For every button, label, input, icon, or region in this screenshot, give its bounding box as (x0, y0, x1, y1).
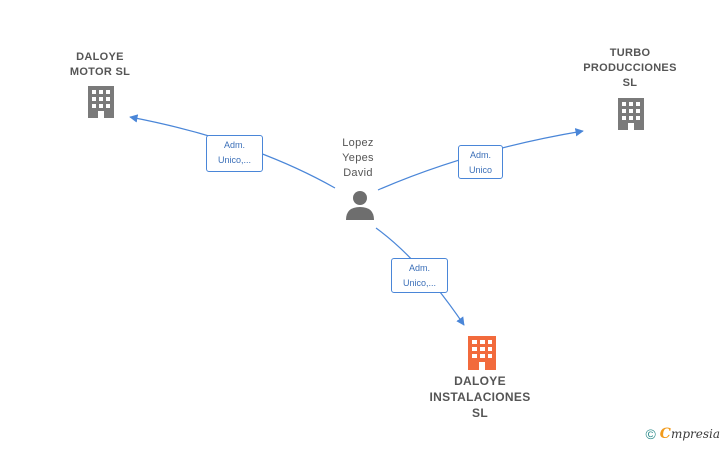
label-line: David (343, 167, 373, 179)
company-label-turbo[interactable]: TURBO PRODUCCIONES SL (575, 46, 685, 91)
relation-role: Adm. (469, 150, 491, 160)
label-line: MOTOR SL (69, 66, 131, 78)
watermark: © Cmpresia (645, 426, 720, 442)
label-line: Yepes (342, 152, 374, 164)
brand-initial: C (659, 426, 671, 442)
relation-label-motor[interactable]: Adm. Unico,... (206, 135, 263, 172)
copyright-icon: © (645, 426, 656, 442)
relation-label-turbo[interactable]: Adm. Unico (458, 145, 503, 179)
relation-role: Adm. (223, 140, 245, 150)
building-icon[interactable] (468, 336, 496, 370)
relation-role: Adm. (408, 263, 430, 273)
company-label-daloye-instalaciones[interactable]: DALOYE INSTALACIONES SL (420, 373, 540, 421)
building-icon[interactable] (88, 86, 114, 118)
brand-logo: Cmpresia (660, 426, 720, 442)
person-label[interactable]: Lopez Yepes David (320, 136, 396, 181)
relation-detail: Unico,... (402, 278, 436, 288)
label-line: DALOYE (76, 51, 124, 63)
label-line: SL (472, 406, 488, 420)
relation-label-instalaciones[interactable]: Adm. Unico,... (391, 258, 448, 293)
label-line: SL (622, 77, 638, 89)
relation-detail: Unico (468, 165, 492, 175)
person-icon[interactable] (346, 191, 374, 220)
brand-name: mpresia (670, 427, 720, 441)
label-line: TURBO (609, 47, 651, 59)
label-line: Lopez (342, 137, 374, 149)
label-line: DALOYE (454, 374, 506, 388)
company-label-daloye-motor[interactable]: DALOYE MOTOR SL (50, 50, 150, 80)
building-icon[interactable] (618, 98, 644, 130)
label-line: PRODUCCIONES (583, 62, 677, 74)
label-line: INSTALACIONES (429, 390, 531, 404)
relation-detail: Unico,... (217, 155, 251, 165)
